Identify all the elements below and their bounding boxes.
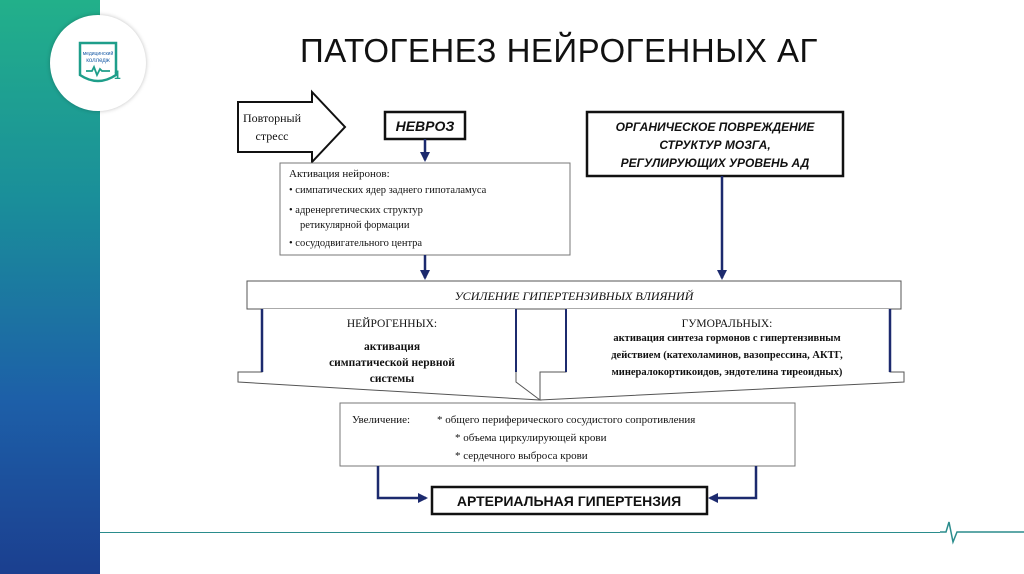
heartbeat-line-icon <box>940 521 1024 545</box>
activation-item-4: • сосудодвигательного центра <box>289 238 422 249</box>
arrow-left-to-result <box>376 466 428 503</box>
stress-arrow: Повторный стресс <box>237 89 347 165</box>
result-box: АРТЕРИАЛЬНАЯ ГИПЕРТЕНЗИЯ <box>430 485 709 516</box>
activation-item-2: • адренергетических структур <box>289 205 423 216</box>
result-label: АРТЕРИАЛЬНАЯ ГИПЕРТЕНЗИЯ <box>457 493 681 509</box>
arrow-right-to-result <box>708 466 758 503</box>
organic-line2: СТРУКТУР МОЗГА, <box>659 138 770 152</box>
increase-label: Увеличение: <box>352 414 410 426</box>
organic-line1: ОРГАНИЧЕСКОЕ ПОВРЕЖДЕНИЕ <box>616 120 816 134</box>
activation-item-1: • симпатических ядер заднего гипоталамус… <box>289 185 487 196</box>
logo-number: 1 <box>114 68 121 82</box>
organic-damage-box: ОРГАНИЧЕСКОЕ ПОВРЕЖДЕНИЕ СТРУКТУР МОЗГА,… <box>585 110 845 178</box>
logo-text-line1: медицинский <box>83 50 114 57</box>
increase-item-3: * сердечного выброса крови <box>455 450 588 462</box>
humoral-line-2: действием (катехоламинов, вазопрессина, … <box>611 350 843 361</box>
bottom-accent-line <box>100 532 940 533</box>
college-logo: медицинский колледж 1 <box>50 15 146 111</box>
stress-label-line2: стресс <box>256 129 289 143</box>
neurosis-box: НЕВРОЗ <box>383 110 467 141</box>
neurogenic-line-1: активация <box>364 341 420 353</box>
neurosis-label: НЕВРОЗ <box>396 118 455 134</box>
enhancement-label: УСИЛЕНИЕ ГИПЕРТЕНЗИВНЫХ ВЛИЯНИЙ <box>455 288 695 303</box>
neurogenic-line-3: системы <box>370 373 414 385</box>
increase-item-1: * общего периферического сосудистого соп… <box>437 414 695 426</box>
activation-title: Активация нейронов: <box>289 168 390 180</box>
humoral-block: ГУМОРАЛЬНЫХ: активация синтеза гормонов … <box>539 309 905 401</box>
increase-item-2: * объема циркулирующей крови <box>455 432 607 444</box>
humoral-title: ГУМОРАЛЬНЫХ: <box>682 318 773 330</box>
stress-label-line1: Повторный <box>243 111 302 125</box>
activation-box: Активация нейронов: • симпатических ядер… <box>279 162 571 256</box>
neurogenic-line-2: симпатической нервной <box>329 357 455 369</box>
slide-title: ПАТОГЕНЕЗ НЕЙРОГЕННЫХ АГ <box>300 32 818 69</box>
activation-item-3: ретикулярной формации <box>300 220 410 231</box>
neurogenic-block: НЕЙРОГЕННЫХ: активация симпатической нер… <box>237 309 542 401</box>
humoral-line-1: активация синтеза гормонов с гипертензив… <box>613 333 840 344</box>
increase-box: Увеличение: * общего периферического сос… <box>339 402 796 467</box>
neurogenic-title: НЕЙРОГЕННЫХ: <box>347 316 437 330</box>
logo-text-line2: колледж <box>86 58 110 64</box>
heart-logo-icon: медицинский колледж 1 <box>78 41 121 83</box>
organic-line3: РЕГУЛИРУЮЩИХ УРОВЕНЬ АД <box>621 156 810 170</box>
enhancement-bar: УСИЛЕНИЕ ГИПЕРТЕНЗИВНЫХ ВЛИЯНИЙ <box>246 280 902 310</box>
humoral-line-3: минералокортикоидов, эндотелина тиреоидн… <box>612 367 843 378</box>
